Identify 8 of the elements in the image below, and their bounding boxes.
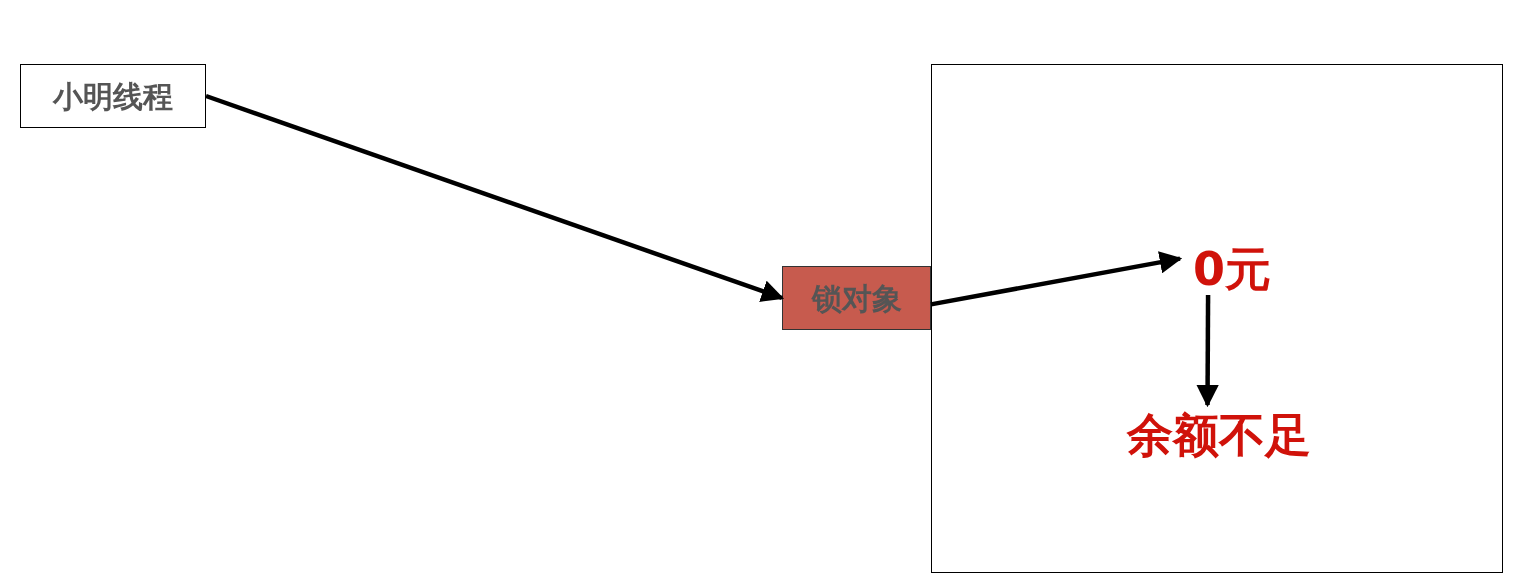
arrow [1196, 295, 1219, 408]
lock-object-box: 锁对象 [782, 266, 931, 330]
arrow [930, 251, 1183, 307]
status-text: 余额不足 [1104, 405, 1334, 465]
arrow [205, 93, 785, 302]
thread-box: 小明线程 [20, 64, 206, 128]
container-box [931, 64, 1503, 573]
amount-text: 0元 [1180, 243, 1284, 295]
